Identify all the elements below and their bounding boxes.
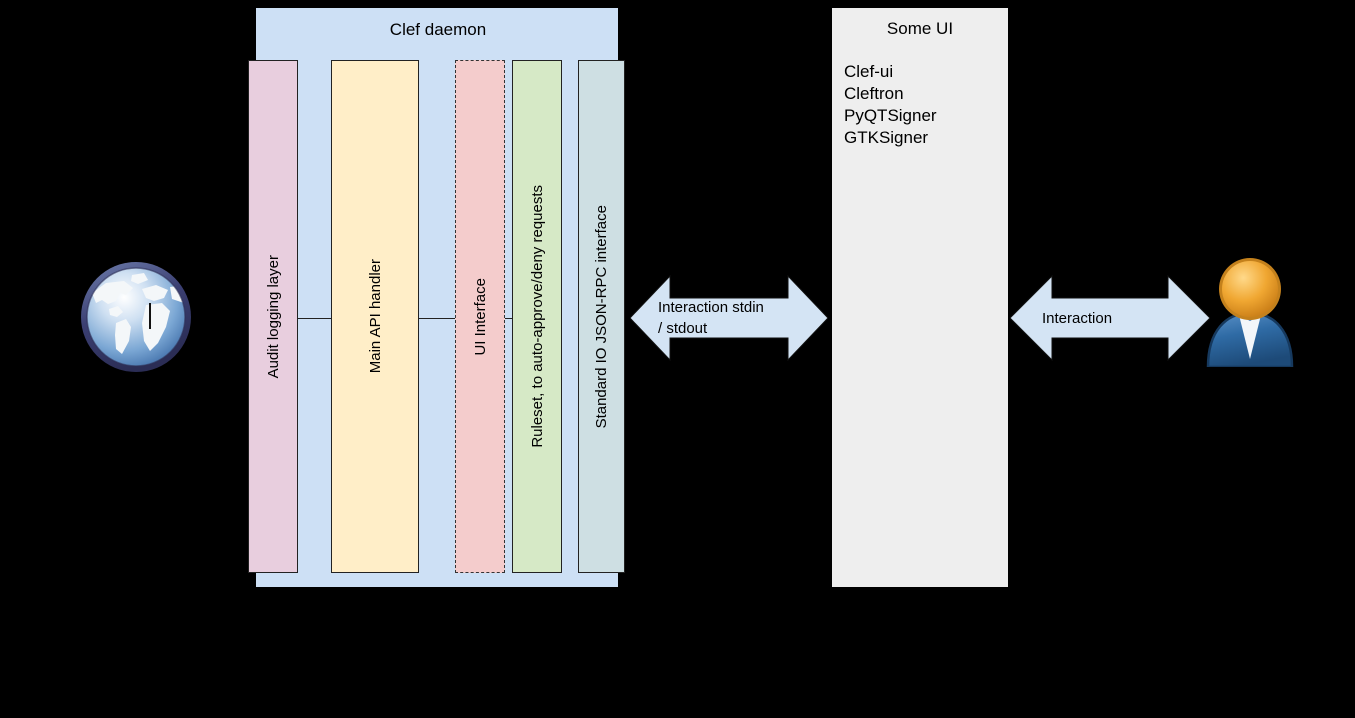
clef-daemon-container: Clef daemon — [256, 8, 618, 587]
list-item: GTKSigner — [844, 128, 929, 147]
layer-audit-logging: Audit logging layer — [248, 60, 298, 573]
list-item: Clef-ui — [844, 62, 894, 81]
some-ui-title: Some UI — [886, 19, 954, 38]
connector-api-ui — [418, 318, 456, 319]
layer-ruleset: Ruleset, to auto-approve/deny requests — [512, 60, 562, 573]
layer-standard-io-jsonrpc-label: Standard IO JSON-RPC interface — [593, 204, 610, 429]
layer-ruleset-label: Ruleset, to auto-approve/deny requests — [528, 185, 546, 448]
list-item: PyQTSigner — [844, 106, 937, 125]
layer-ui-interface: UI Interface — [455, 60, 505, 573]
layer-main-api-handler: Main API handler — [331, 60, 419, 573]
user-icon — [1198, 255, 1302, 369]
layer-standard-io-jsonrpc: Standard IO JSON-RPC interface — [578, 60, 625, 573]
layer-main-api-handler-label: Main API handler — [366, 259, 384, 374]
arrow-interaction-stdio: Interaction stdin / stdout — [630, 272, 828, 364]
connector-audit-api — [297, 318, 332, 319]
clef-daemon-title: Clef daemon — [389, 20, 487, 39]
list-item: Cleftron — [844, 84, 904, 103]
some-ui-list: Clef-ui Cleftron PyQTSigner GTKSigner — [844, 61, 937, 149]
connector-ui-ruleset — [504, 318, 513, 319]
arrow-interaction-user: Interaction — [1010, 272, 1210, 364]
layer-audit-logging-label: Audit logging layer — [264, 254, 282, 379]
globe-icon — [76, 257, 196, 377]
some-ui-container: Some UI Clef-ui Cleftron PyQTSigner GTKS… — [832, 8, 1008, 587]
layer-ui-interface-label: UI Interface — [471, 277, 489, 356]
